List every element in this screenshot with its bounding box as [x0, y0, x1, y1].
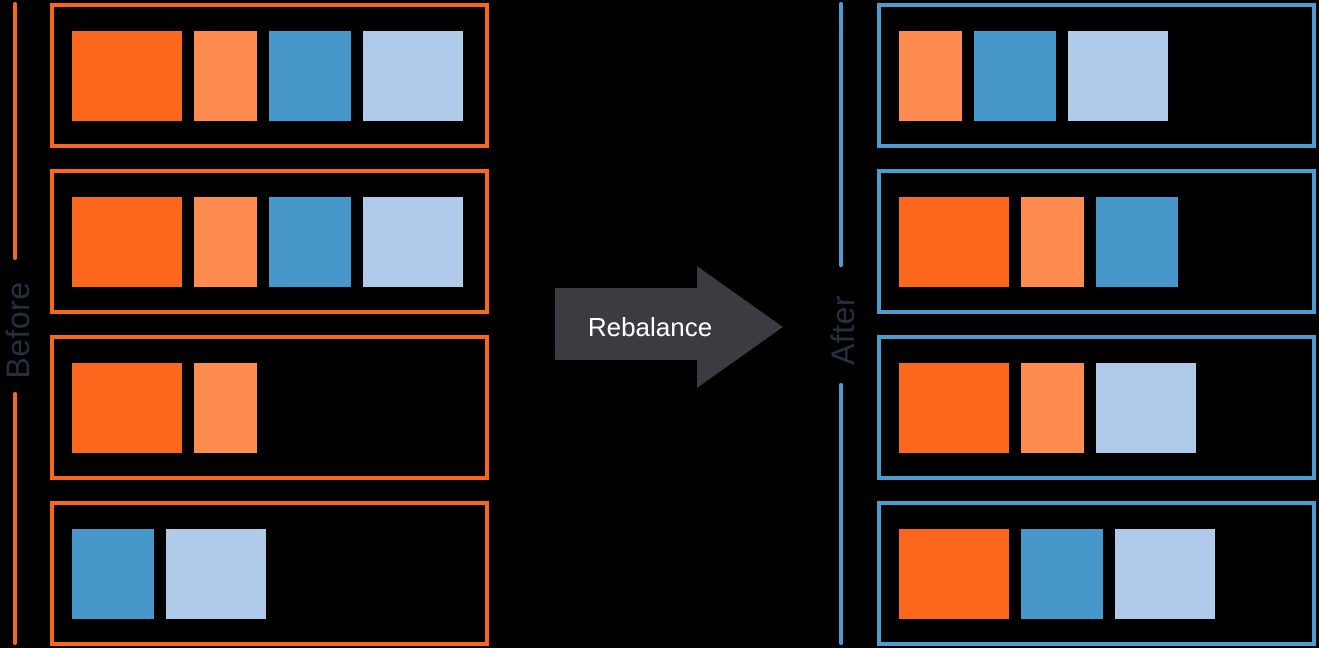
after-group-4: [877, 501, 1316, 646]
before-label: Before: [0, 281, 36, 379]
orange-block: [72, 196, 182, 287]
light-orange-block: [899, 30, 962, 121]
orange-block: [899, 362, 1009, 453]
orange-block: [72, 30, 182, 121]
light-blue-block: [363, 196, 463, 287]
before-group-3: [50, 335, 489, 480]
after-group-1: [877, 3, 1316, 148]
blue-block: [974, 30, 1056, 121]
light-orange-block: [1021, 196, 1084, 287]
rebalance-arrow-shape: [555, 266, 783, 388]
after-axis-line-bottom: [839, 383, 843, 645]
after-group-3: [877, 335, 1316, 480]
rebalance-arrow-label: Rebalance: [588, 312, 712, 342]
light-orange-block: [194, 196, 257, 287]
before-group-2: [50, 169, 489, 314]
rebalance-arrow: Rebalance: [555, 266, 783, 388]
blue-block: [269, 30, 351, 121]
orange-block: [899, 196, 1009, 287]
before-axis-line-bottom: [13, 392, 17, 645]
light-blue-block: [363, 30, 463, 121]
orange-block: [72, 362, 182, 453]
light-blue-block: [1115, 528, 1215, 619]
blue-block: [269, 196, 351, 287]
after-group-2: [877, 169, 1316, 314]
before-group-1: [50, 3, 489, 148]
after-label: After: [825, 294, 861, 366]
light-orange-block: [194, 30, 257, 121]
orange-block: [899, 528, 1009, 619]
before-column: [50, 3, 489, 646]
after-axis-line-top: [839, 2, 843, 267]
light-blue-block: [166, 528, 266, 619]
light-blue-block: [1068, 30, 1168, 121]
light-blue-block: [1096, 362, 1196, 453]
before-group-4: [50, 501, 489, 646]
blue-block: [1096, 196, 1178, 287]
before-axis-line-top: [13, 2, 17, 260]
light-orange-block: [1021, 362, 1084, 453]
blue-block: [72, 528, 154, 619]
light-orange-block: [194, 362, 257, 453]
blue-block: [1021, 528, 1103, 619]
after-column: [877, 3, 1316, 646]
